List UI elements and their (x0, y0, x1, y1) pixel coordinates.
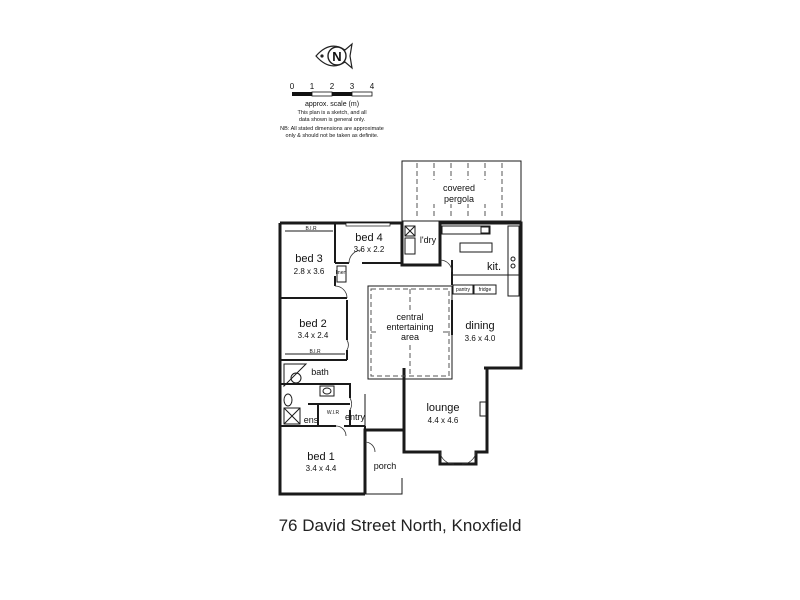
central-area-label: central (396, 312, 423, 322)
scale-bar: 0 1 2 3 4 approx. scale (m) This plan is… (280, 82, 384, 139)
bir-label: B.I.R (305, 226, 317, 232)
central-area-label: area (401, 332, 419, 342)
dining-label: dining (465, 320, 494, 332)
scale-caption: approx. scale (m) (305, 101, 359, 108)
covered-pergola: covered pergola (401, 160, 522, 222)
fridge-label: fridge (479, 287, 492, 293)
dining-dimensions: 3.6 x 4.0 (465, 334, 496, 343)
bed1-dimensions: 3.4 x 4.4 (306, 464, 337, 473)
porch-label: porch (374, 461, 397, 471)
property-address: 76 David Street North, Knoxfield (278, 516, 522, 535)
dimension-note-line: only & should not be taken as definite. (286, 133, 379, 139)
bed2-label: bed 2 (299, 318, 327, 330)
entry-label: entry (345, 412, 366, 422)
bir-label: B.I.R (309, 349, 321, 355)
scale-tick: 1 (310, 82, 315, 91)
central-area-label: entertaining (386, 322, 433, 332)
bed3-label: bed 3 (295, 253, 323, 265)
pantry-label: pantry (456, 287, 470, 293)
north-compass-icon: N (315, 42, 353, 70)
dimension-note-line: NB: All stated dimensions are approximat… (280, 126, 384, 132)
lounge-dimensions: 4.4 x 4.6 (428, 416, 459, 425)
scale-tick: 0 (290, 82, 295, 91)
pergola-label: covered (443, 183, 475, 193)
laundry-label: l'dry (420, 235, 437, 245)
fixtures (283, 222, 520, 465)
bed2-dimensions: 3.4 x 2.4 (298, 331, 329, 340)
bed4-dimensions: 3.6 x 2.2 (354, 245, 385, 254)
pergola-label: pergola (444, 194, 474, 204)
kitchen-label: kit. (487, 261, 501, 273)
lounge-label: lounge (426, 402, 459, 414)
compass-north-label: N (332, 49, 341, 64)
scale-tick: 4 (370, 82, 375, 91)
scale-tick: 2 (330, 82, 335, 91)
bath-label: bath (311, 367, 329, 377)
ensuite-label: ens (304, 415, 319, 425)
linen-label: linen (336, 270, 347, 276)
disclaimer-line: This plan is a sketch, and all (297, 110, 366, 116)
bed3-dimensions: 2.8 x 3.6 (294, 267, 325, 276)
central-entertaining-area (367, 285, 453, 380)
bed1-label: bed 1 (307, 451, 335, 463)
bed4-label: bed 4 (355, 232, 383, 244)
scale-tick: 3 (350, 82, 355, 91)
wir-label: W.I.R (327, 410, 340, 416)
disclaimer-line: data shown is general only. (299, 117, 366, 123)
